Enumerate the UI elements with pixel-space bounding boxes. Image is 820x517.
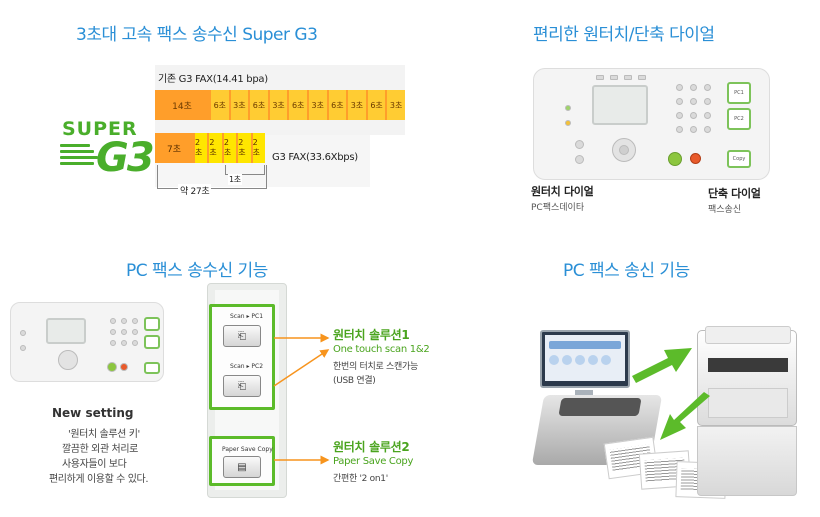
solution1-title: 원터치 솔루션1 <box>333 328 410 342</box>
legacy-segment: 6초 <box>365 90 386 120</box>
legacy-first-segment: 14초 <box>155 90 209 120</box>
legacy-segment: 6초 <box>326 90 347 120</box>
small-lcd-screen <box>46 318 86 344</box>
small-pc2-key-icon <box>144 335 160 349</box>
small-nav-pad-icon <box>58 350 78 370</box>
title-pc-fax-send-receive: PC 팩스 송수신 기능 <box>126 261 268 281</box>
new-setting-line: 사용자들이 보다 <box>62 459 127 470</box>
legacy-segment: 3초 <box>306 90 327 120</box>
lcd-screen <box>592 85 648 125</box>
segment-time-brace <box>225 165 265 175</box>
caption-one-touch-sub: PC팩스데이타 <box>531 203 585 213</box>
new-setting-line: 편리하게 이용할 수 있다. <box>49 474 149 485</box>
caption-one-touch-dial: 원터치 다이얼 <box>531 185 594 198</box>
g3-segment: 2초 <box>193 133 207 163</box>
one-touch-pc2-key-icon: PC2 <box>727 108 751 130</box>
scan-pc1-key-icon: ⎗ <box>238 330 246 342</box>
legacy-segment: 6초 <box>209 90 229 120</box>
g3-first-segment: 7초 <box>155 133 193 163</box>
ok-button-icon <box>619 145 629 155</box>
caption-speed-dial: 단축 다이얼 <box>708 187 761 200</box>
scan-pc1-button[interactable]: ⎗ <box>223 325 261 347</box>
small-control-panel <box>10 302 164 382</box>
mfp-scanner-lid <box>705 326 791 344</box>
scan-pc2-button[interactable]: ⎗ <box>223 375 261 397</box>
pointer-arrow-paper-save <box>274 455 330 465</box>
legacy-segment: 3초 <box>228 90 249 120</box>
scan-pc1-label: Scan ▸ PC1 <box>230 313 264 320</box>
g3-fax-label: G3 FAX(33.6Xbps) <box>272 152 358 163</box>
green-arrow-to-mfp-icon <box>632 348 692 383</box>
small-start-icon <box>107 362 117 372</box>
solution1-desc-line1: 한번의 터치로 스캔가능 <box>333 362 418 372</box>
segment-time-label: 1초 <box>228 174 242 185</box>
g3-segment: 2초 <box>207 133 221 163</box>
caption-speed-dial-sub: 팩스송신 <box>708 205 742 215</box>
small-stop-icon <box>120 363 128 371</box>
super-g3-logo-super: SUPER <box>62 118 138 140</box>
g3-segment: 2초 <box>221 133 236 163</box>
legacy-segment: 6초 <box>287 90 307 120</box>
paper-save-copy-button[interactable]: ▤ <box>223 456 261 478</box>
small-pc1-key-icon <box>144 317 160 331</box>
legacy-fax-bar: 14초 6초 3초 6초 3초 6초 3초 6초 3초 6초 3초 <box>155 90 405 120</box>
g3-fax-bar: 7초 2초 2초 2초 2초 2초 <box>155 133 265 163</box>
mfp-output-slot <box>708 358 788 372</box>
legacy-segment: 6초 <box>248 90 268 120</box>
solution2-desc: 간편한 '2 on1' <box>333 474 388 484</box>
g3-segment: 2초 <box>236 133 250 163</box>
scan-pc2-key-icon: ⎗ <box>238 380 246 392</box>
start-button-icon <box>668 152 682 166</box>
laser-printer-top <box>558 398 642 416</box>
one-touch-pc1-key-icon: PC1 <box>727 82 751 104</box>
solution2-title: 원터치 솔루션2 <box>333 440 410 454</box>
new-setting-line: 깔끔한 외관 처리로 <box>62 444 138 455</box>
title-super-g3: 3초대 고속 팩스 송수신 Super G3 <box>76 25 318 45</box>
g3-segment: 2초 <box>250 133 265 163</box>
new-setting-heading: New setting <box>52 406 134 420</box>
legacy-fax-label: 기존 G3 FAX(14.41 bpa) <box>158 74 268 85</box>
pointer-arrows-scan <box>273 333 330 387</box>
solution2-subtitle: Paper Save Copy <box>333 456 414 467</box>
total-time-label: 약 27초 <box>178 184 212 197</box>
green-arrow-to-printer-icon <box>660 392 710 440</box>
paper-save-key-icon: ▤ <box>237 461 247 473</box>
mfp-cabinet <box>697 426 797 496</box>
new-setting-line: '원터치 솔루션 키' <box>68 429 140 440</box>
title-one-touch-dial: 편리한 원터치/단축 다이얼 <box>533 25 715 45</box>
speed-lines-icon <box>60 144 100 174</box>
solution1-subtitle: One touch scan 1&2 <box>333 344 430 355</box>
solution1-desc-line2: (USB 연결) <box>333 376 376 386</box>
stop-button-icon <box>690 153 701 164</box>
total-time-brace <box>157 165 267 189</box>
super-g3-logo-g3: G3 <box>96 135 155 181</box>
scan-pc2-label: Scan ▸ PC2 <box>230 363 264 370</box>
legacy-segment: 3초 <box>267 90 288 120</box>
legacy-segment: 3초 <box>346 90 366 120</box>
legacy-segment: 3초 <box>385 90 405 120</box>
mfp-paper-tray <box>708 388 788 418</box>
paper-save-key-icon: Copy <box>727 150 751 168</box>
paper-save-label: Paper Save Copy <box>222 446 273 453</box>
monitor-screen <box>545 335 625 381</box>
title-pc-fax-send: PC 팩스 송신 기능 <box>563 261 690 281</box>
small-copy-key-icon <box>144 362 160 374</box>
